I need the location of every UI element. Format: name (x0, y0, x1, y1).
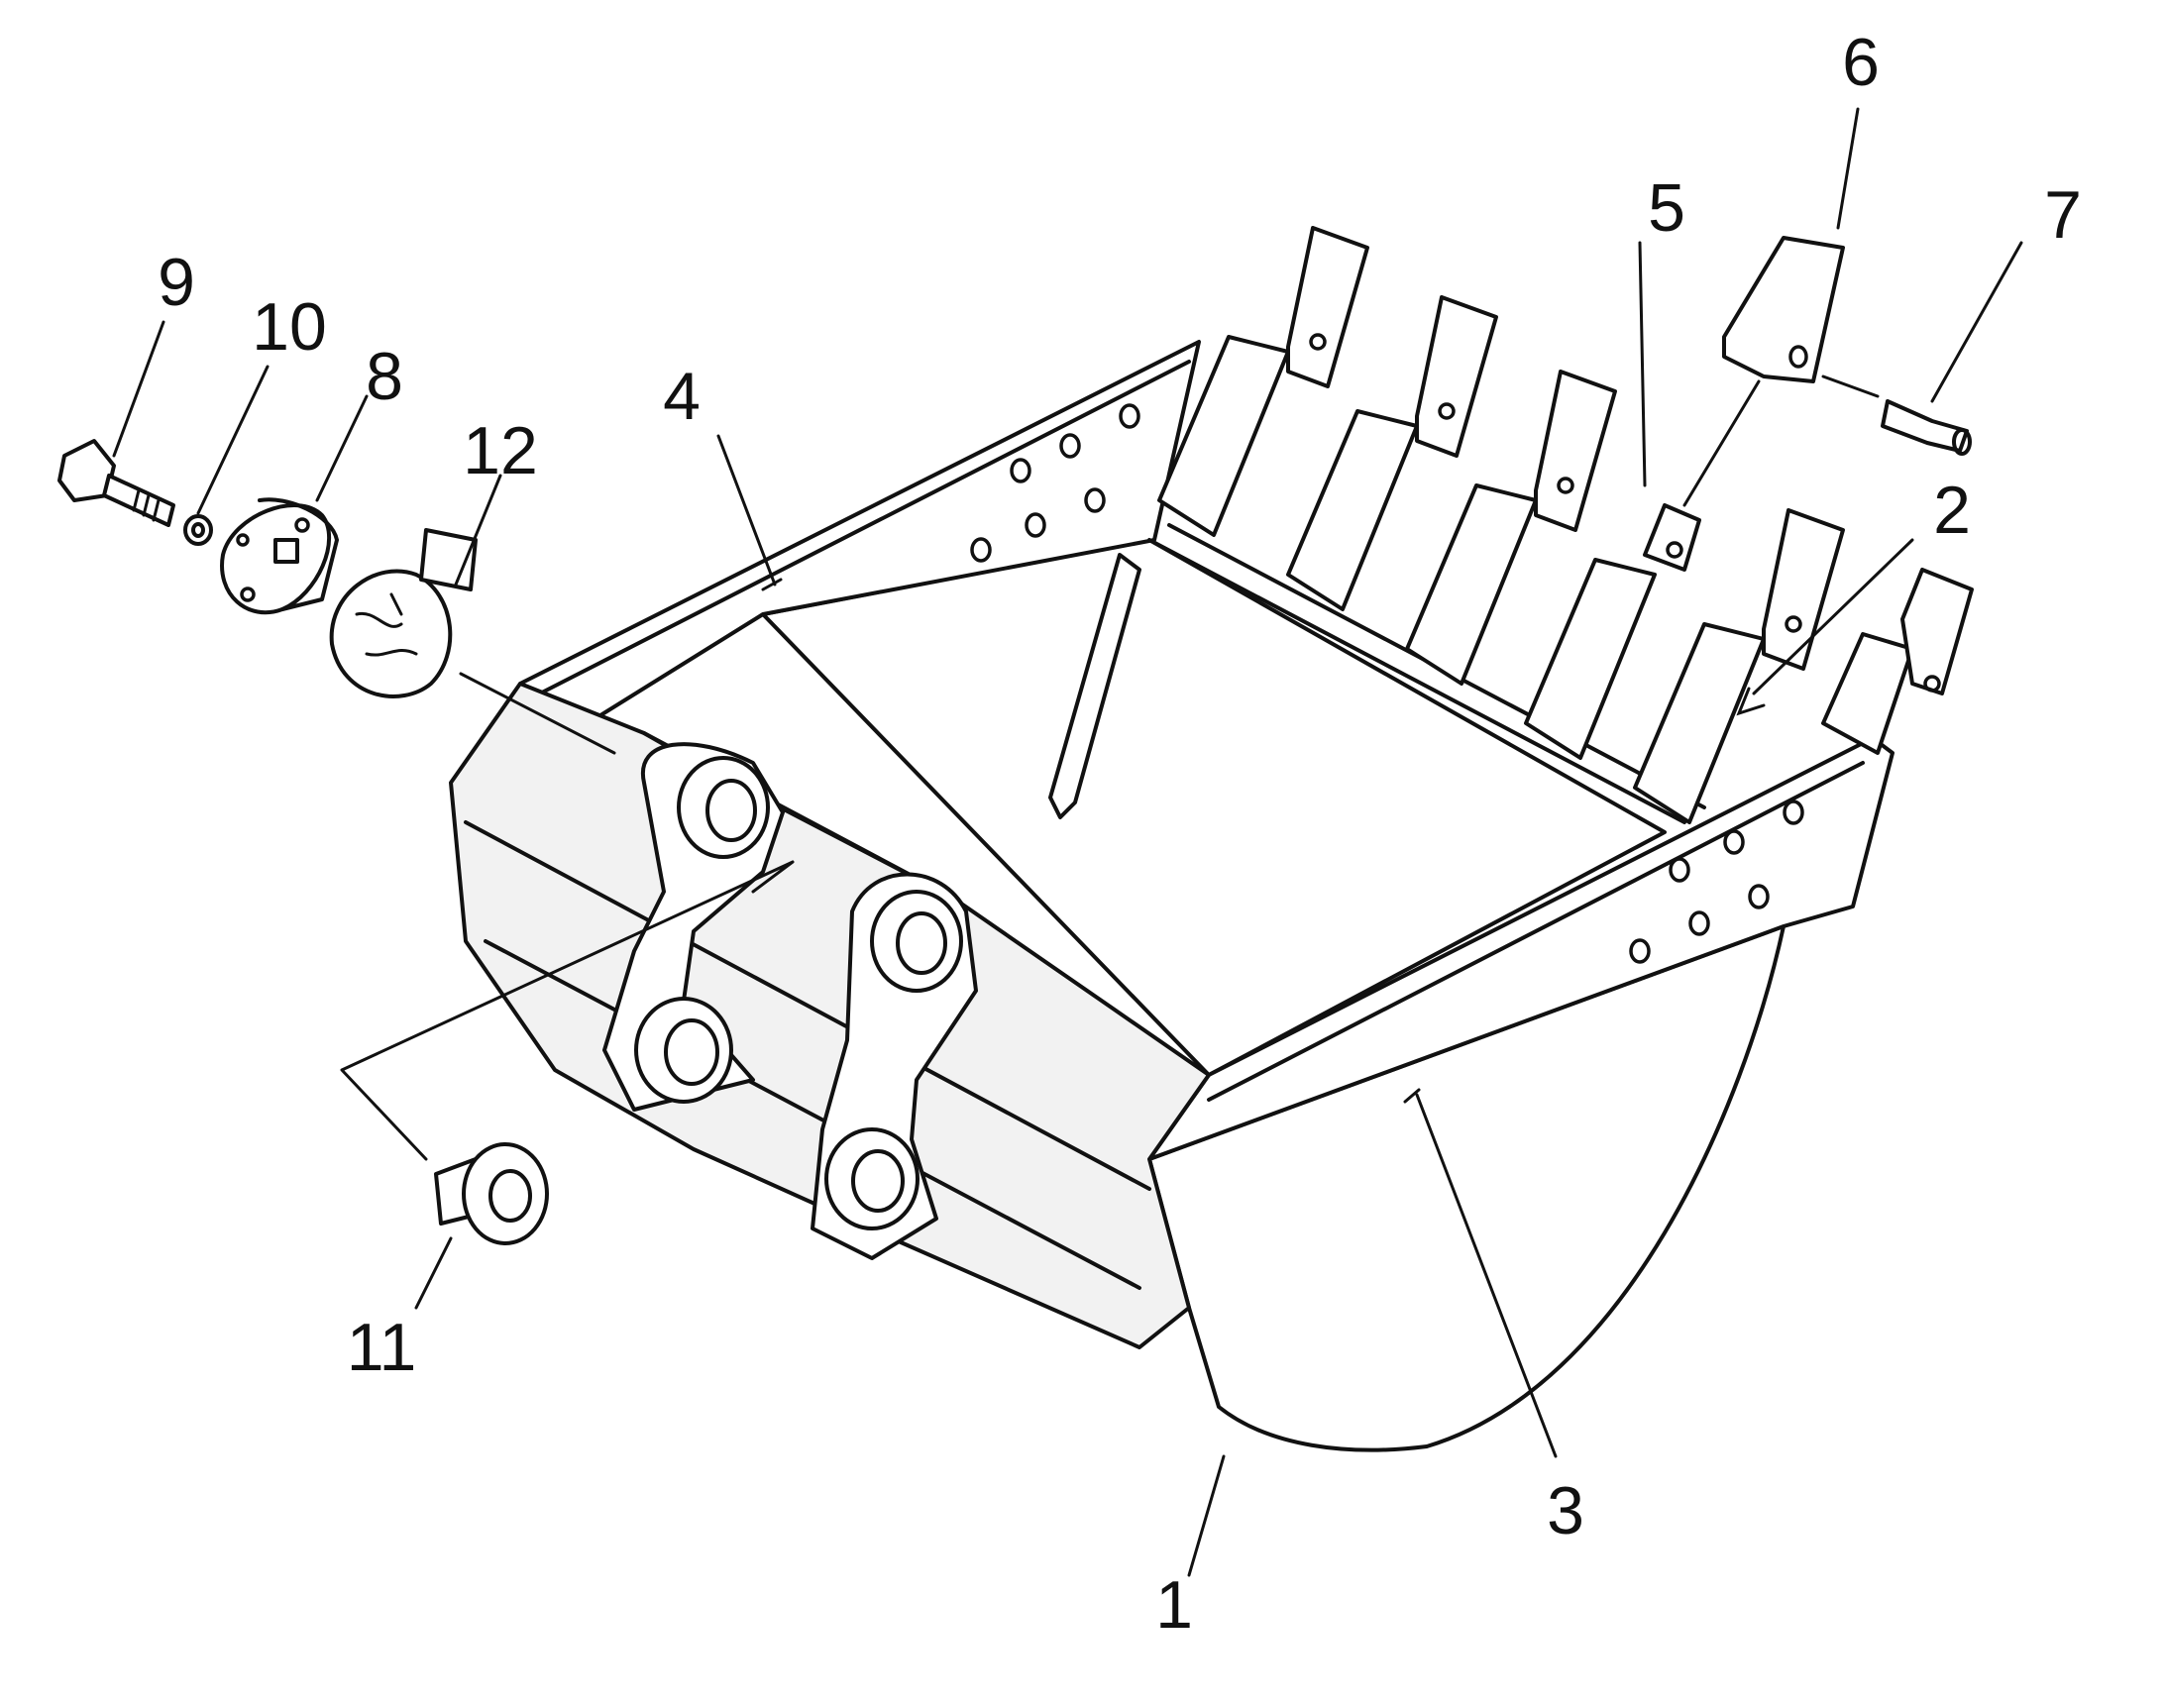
leader-11-bracket (340, 860, 795, 1161)
leader-7a (1821, 374, 1880, 398)
leader-12 (454, 474, 502, 587)
leader-5b (1682, 379, 1761, 507)
leader-10 (196, 365, 270, 515)
part-bolt (57, 439, 175, 527)
callout-1: 1 (1155, 1567, 1193, 1643)
side-plate-right-holes (1629, 800, 1804, 964)
leader-12-pin (459, 672, 616, 755)
side-plate-left-holes (970, 403, 1140, 563)
callout-6: 6 (1842, 25, 1880, 100)
leader-1 (1187, 1454, 1226, 1577)
part-washer (183, 514, 213, 546)
leader-2 (1752, 538, 1914, 695)
tooth-4 (1524, 503, 1701, 760)
tooth-5 (1633, 508, 1845, 824)
callout-3: 3 (1547, 1473, 1584, 1548)
callout-5: 5 (1648, 170, 1685, 246)
bucket-teeth (1157, 226, 1974, 824)
callout-2: 2 (1933, 473, 1971, 548)
leader-11 (414, 1236, 453, 1310)
part-shims (329, 528, 478, 698)
leader-3 (1415, 1093, 1558, 1458)
leader-5 (1638, 241, 1647, 487)
bracket-right-boss-upper (870, 890, 963, 993)
tooth-2 (1286, 295, 1498, 611)
part-bushing (434, 1142, 549, 1245)
callout-12: 12 (463, 413, 538, 488)
tooth-3 (1405, 370, 1617, 686)
leader-6 (1836, 107, 1860, 230)
leader-4 (716, 434, 777, 587)
leader-7 (1930, 241, 2023, 403)
callout-7: 7 (2044, 177, 2082, 253)
leader-9 (112, 320, 165, 458)
cross-pin (1048, 553, 1141, 819)
callout-9: 9 (158, 245, 195, 320)
leader-8 (315, 394, 369, 502)
callout-4: 4 (663, 359, 701, 434)
tooth-1 (1157, 226, 1369, 537)
bucket-assembly (449, 340, 1894, 1452)
callout-11: 11 (347, 1310, 417, 1385)
callout-10: 10 (252, 289, 327, 365)
callout-8: 8 (366, 339, 403, 414)
bucket-shell (1147, 924, 1786, 1452)
part-tooth-pin (1881, 399, 1972, 456)
callouts: 1 2 3 4 5 6 7 8 9 10 11 12 (158, 25, 2082, 1643)
part-shim-plate (220, 497, 339, 615)
part-tooth-tip (1722, 236, 1845, 383)
leader-lines (112, 107, 2023, 1577)
tooth-6 (1821, 568, 1974, 755)
